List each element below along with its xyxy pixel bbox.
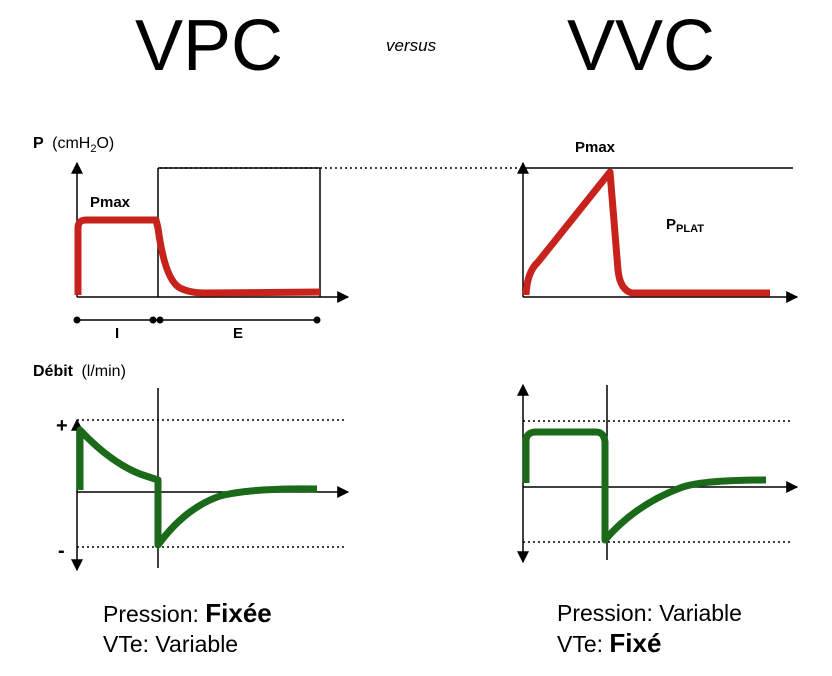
vpc-pressure-curve (74, 216, 321, 297)
vvc-pmax-label: Pmax (575, 139, 616, 156)
vvc-volume-line: VTe: Fixé (557, 628, 662, 658)
vvc-flow-graph (517, 383, 799, 564)
inspiration-label: I (115, 325, 119, 342)
vvc-pressure-curve (522, 168, 770, 297)
vpc-pmax-label: Pmax (90, 194, 131, 211)
vpc-volume-line: VTe: Variable (103, 631, 239, 657)
timeline-dot-start (73, 316, 81, 324)
expiration-label: E (233, 325, 243, 342)
pressure-axis-label: P (cmH2O) (33, 135, 114, 155)
vpc-flow-graph (71, 388, 350, 572)
vvc-flow-curve (522, 428, 767, 544)
vvc-pressure-graph: Pmax PPLAT (517, 139, 799, 303)
vpc-caption: Pression: Fixée VTe: Variable (103, 598, 272, 659)
pplat-label: PPLAT (666, 216, 704, 235)
timeline-dot-e-start (156, 316, 164, 324)
flow-axis-label: Débit (l/min) (33, 363, 126, 380)
vvc-caption: Pression: Variable VTe: Fixé (557, 598, 742, 659)
timeline-dot-end (313, 316, 321, 324)
vpc-flow-curve (76, 426, 318, 549)
vpc-pressure-line: Pression: Fixée (103, 598, 272, 628)
flow-minus-sign: - (58, 540, 65, 562)
vvc-pressure-line: Pression: Variable (557, 600, 742, 626)
timeline-dot-i-end (149, 316, 157, 324)
flow-plus-sign: + (56, 415, 68, 437)
vpc-title: VPC (135, 6, 284, 86)
vpc-pressure-graph: Pmax I E (71, 161, 350, 342)
versus-label: versus (386, 36, 437, 55)
vvc-title: VVC (567, 6, 716, 86)
